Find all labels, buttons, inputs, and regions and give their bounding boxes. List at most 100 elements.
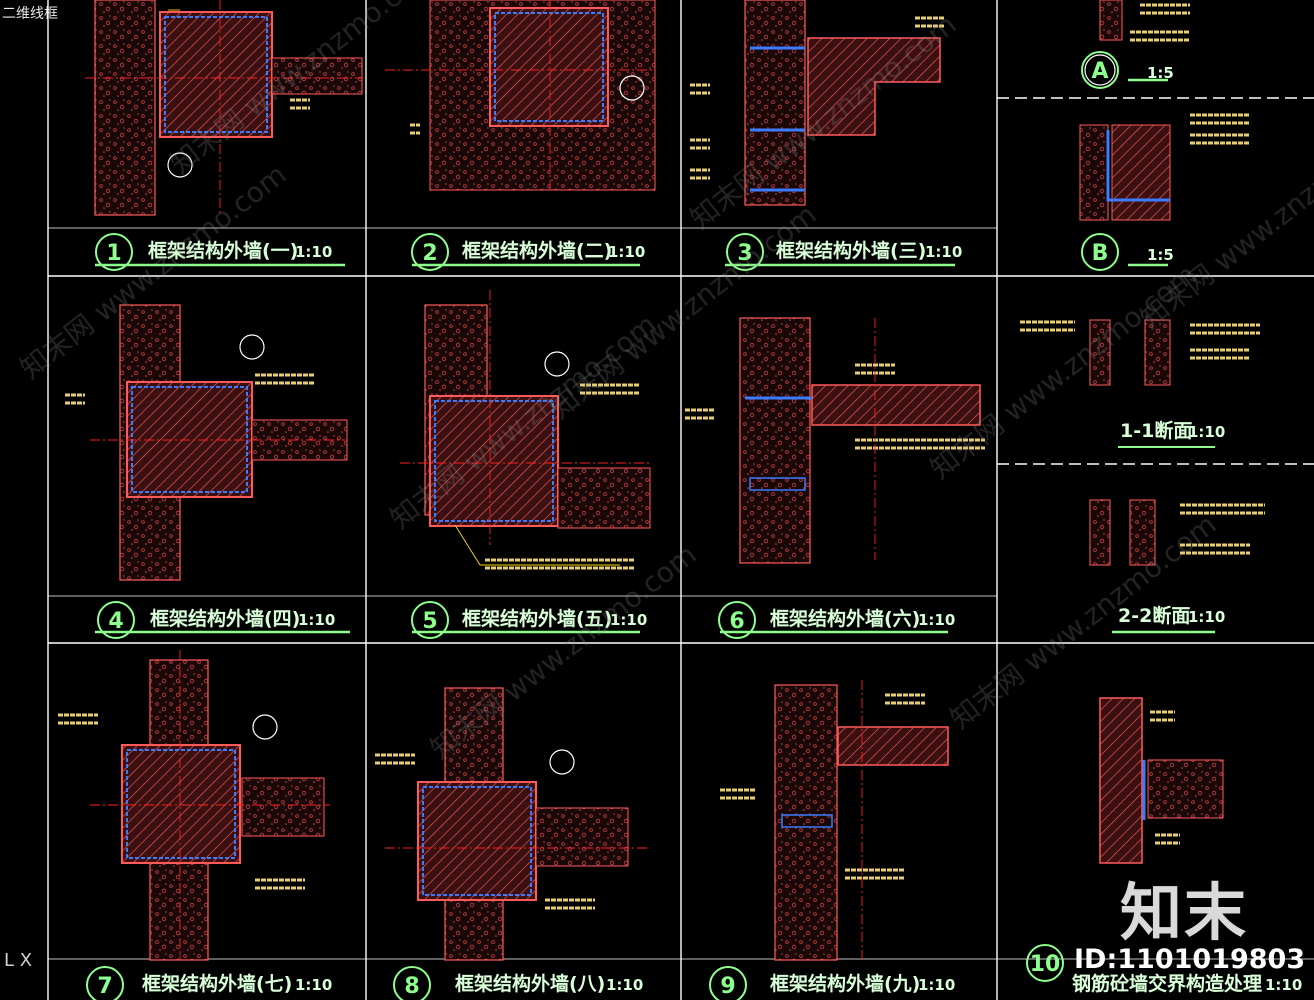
leader-line <box>454 524 620 566</box>
detail-scale: 1:5 <box>1147 246 1174 264</box>
detail-title: 框架结构外墙(四) <box>150 607 300 630</box>
detail-number-circle <box>1081 233 1119 271</box>
ucs-icon: L X <box>4 950 33 971</box>
detail-title: 1-1断面 <box>1120 419 1192 442</box>
mesh-liner <box>126 749 236 859</box>
panel-title-2: 2 框架结构外墙(二)1:10 <box>411 233 645 271</box>
aerated-block-wall <box>241 777 325 837</box>
detail-7 <box>58 650 330 961</box>
mesh-liner <box>1106 130 1170 202</box>
detail-title: 钢筋砼墙交界构造处理 <box>1072 972 1262 995</box>
detail-scale: 1:10 <box>298 611 335 629</box>
detail-number-circle <box>97 601 135 639</box>
detail-2 <box>385 0 656 191</box>
detail-number: 2 <box>422 241 437 266</box>
aerated-block-wall <box>94 0 156 216</box>
detail-callout-bubble <box>619 75 645 101</box>
detail-scale: 1:10 <box>606 976 643 994</box>
aerated-block-wall <box>1089 319 1111 386</box>
aerated-block-wall <box>535 807 629 867</box>
panel-title-9: 9 框架结构外墙(九)1:10 <box>709 966 955 1000</box>
detail-title: 框架结构外墙(七) <box>142 972 292 995</box>
detail-scale: 1:10 <box>918 611 955 629</box>
detail-scale: 1:10 <box>918 976 955 994</box>
window-title: 二维线框 <box>2 6 58 22</box>
detail-number: 5 <box>422 609 437 634</box>
detail-8 <box>375 687 650 961</box>
concrete-column <box>1111 124 1171 221</box>
detail-scale: 1:10 <box>295 243 332 261</box>
detail-scale: 1:10 <box>1265 976 1302 994</box>
aerated-block-wall <box>744 0 806 206</box>
detail-scale: 1:10 <box>608 243 645 261</box>
concrete-column <box>126 381 253 498</box>
detail-number: 9 <box>720 974 735 999</box>
detail-title: 框架结构外墙(一) <box>148 239 298 262</box>
detail-scale: 1:10 <box>610 611 647 629</box>
detail-number-circle <box>1081 51 1119 89</box>
detail-number-circle <box>709 966 747 1000</box>
mesh-liner <box>749 477 806 491</box>
detail-title: 框架结构外墙(二) <box>462 239 612 262</box>
mesh-liner <box>434 400 554 522</box>
watermark-text: 知末网 www.znzmo.com <box>424 538 703 766</box>
concrete-column <box>489 7 609 127</box>
detail-number-circle <box>411 233 449 271</box>
detail-1 <box>85 0 363 216</box>
aerated-block-wall <box>1129 499 1156 566</box>
aerated-block-wall <box>1144 319 1171 386</box>
detail-number-circle <box>411 601 449 639</box>
detail-number: 7 <box>97 974 112 999</box>
detail-title: 框架结构外墙(三) <box>776 239 926 262</box>
detail-number: 3 <box>737 241 752 266</box>
panel-title-4: 4 框架结构外墙(四)1:10 <box>95 601 350 639</box>
detail-title: 框架结构外墙(八) <box>455 972 605 995</box>
detail-B <box>1079 113 1250 221</box>
detail-callout-bubble <box>252 714 278 740</box>
concrete-column <box>429 395 559 527</box>
detail-number-circle <box>718 601 756 639</box>
detail-callout-bubble <box>167 152 193 178</box>
mesh-liner <box>781 814 833 828</box>
aerated-block-wall <box>1147 759 1224 819</box>
detail-5 <box>400 290 651 570</box>
image-id-label: ID:1101019803 <box>1074 944 1306 975</box>
panel-title-5: 5 框架结构外墙(五)1:10 <box>411 601 647 639</box>
detail-number: 4 <box>108 609 123 634</box>
section-2-2 <box>1089 499 1265 566</box>
detail-9 <box>720 680 949 961</box>
detail-title: 框架结构外墙(五) <box>462 607 612 630</box>
detail-4 <box>65 304 348 581</box>
section-1-1 <box>1020 319 1260 448</box>
detail-number-circle <box>393 966 431 1000</box>
detail-number: 10 <box>1030 952 1061 977</box>
aerated-block-wall <box>557 467 651 529</box>
mesh-liner <box>164 16 268 133</box>
concrete-column <box>121 744 241 864</box>
concrete-column <box>417 781 537 901</box>
detail-title: 2-2断面 <box>1118 604 1190 627</box>
aerated-block-wall <box>1079 124 1109 221</box>
aerated-block-wall <box>271 57 363 95</box>
detail-10 <box>1099 697 1224 864</box>
mesh-liner <box>494 12 604 122</box>
detail-title: 框架结构外墙(九) <box>770 972 920 995</box>
detail-number-circle <box>95 233 133 271</box>
concrete-slab <box>807 37 941 136</box>
mesh-liner <box>131 386 248 493</box>
concrete-slab <box>837 726 949 766</box>
detail-scale: 1:10 <box>1188 608 1225 626</box>
concrete-slab <box>811 384 981 426</box>
detail-callout-bubble <box>1084 54 1116 86</box>
detail-number-circle <box>86 966 124 1000</box>
